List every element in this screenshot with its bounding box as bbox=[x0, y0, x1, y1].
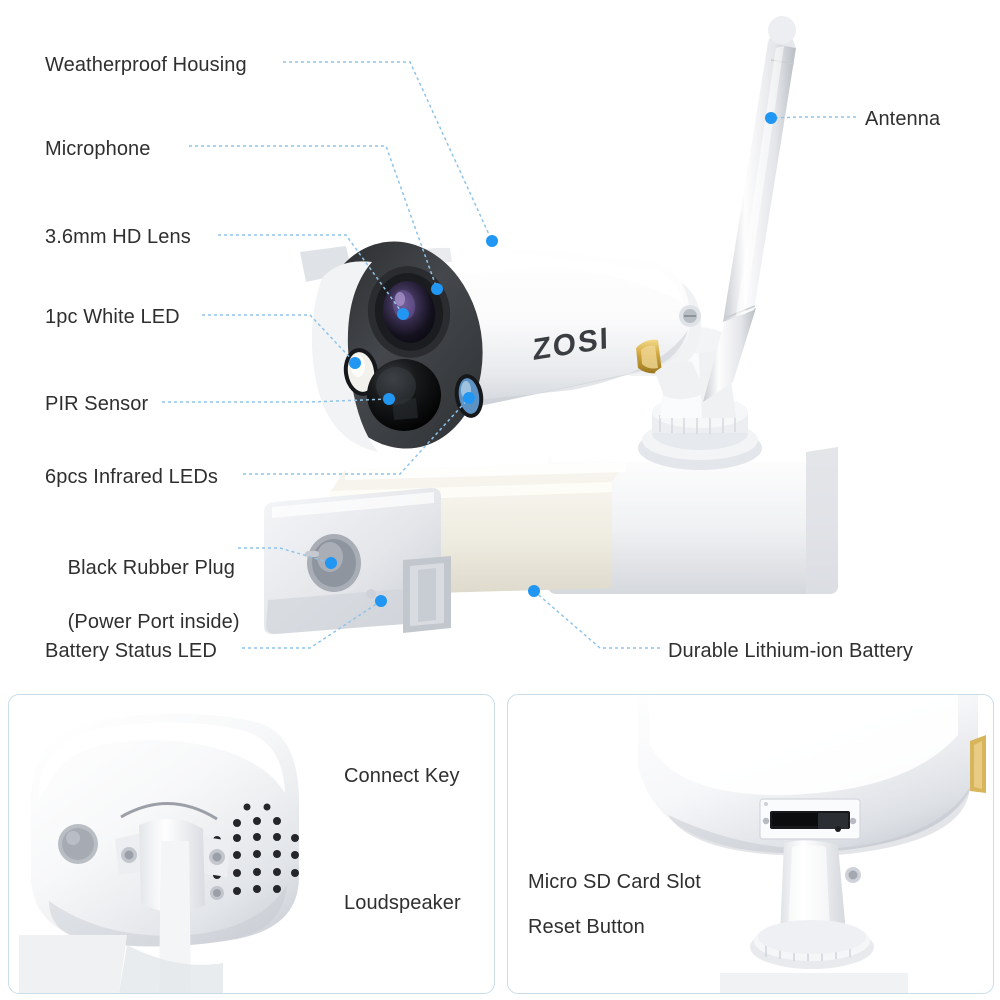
sma-connector bbox=[636, 339, 662, 374]
callout-label-lithium-ion-battery: Durable Lithium-ion Battery bbox=[668, 640, 914, 662]
mounting-bracket bbox=[115, 802, 231, 993]
callout-label-hd-lens: 3.6mm HD Lens bbox=[45, 226, 191, 248]
callout-label-weatherproof-housing: Weatherproof Housing bbox=[45, 54, 247, 76]
sma-connector-edge bbox=[970, 735, 986, 793]
callout-label-black-rubber-plug: Black Rubber Plug (Power Port inside) bbox=[45, 528, 240, 663]
micro-sd-card-slot bbox=[759, 798, 861, 840]
bottom-view-panel: Micro SD Card Slot Reset Button bbox=[507, 694, 994, 994]
rear-view-panel: Connect Key Loudspeaker bbox=[8, 694, 495, 994]
bottom-view-svg bbox=[638, 695, 986, 993]
hinge-screw bbox=[679, 305, 701, 327]
callout-label-black-rubber-plug-line2: (Power Port inside) bbox=[67, 611, 240, 633]
reset-button bbox=[835, 826, 841, 832]
pir-sensor bbox=[367, 359, 441, 431]
callout-label-microphone: Microphone bbox=[45, 138, 151, 160]
callout-label-black-rubber-plug-line1: Black Rubber Plug bbox=[67, 557, 235, 579]
mounting-stem bbox=[720, 840, 908, 993]
battery-end-cap bbox=[264, 487, 451, 635]
rear-view-svg bbox=[19, 713, 300, 993]
panel-label-reset-button: Reset Button bbox=[528, 916, 645, 938]
callout-label-infrared-leds: 6pcs Infrared LEDs bbox=[45, 466, 218, 488]
microphone bbox=[433, 285, 441, 293]
camera-underside bbox=[638, 695, 978, 856]
loudspeaker-grille bbox=[213, 803, 299, 895]
panel-label-micro-sd-card-slot: Micro SD Card Slot bbox=[528, 871, 701, 893]
wall-mount-plate bbox=[19, 935, 223, 993]
panel-label-loudspeaker: Loudspeaker bbox=[344, 892, 461, 914]
connect-key-button bbox=[58, 824, 98, 864]
callout-label-pir-sensor: PIR Sensor bbox=[45, 393, 149, 415]
panel-label-connect-key: Connect Key bbox=[344, 765, 460, 787]
callout-label-antenna: Antenna bbox=[865, 108, 941, 130]
callout-label-battery-status-led: Battery Status LED bbox=[45, 640, 217, 662]
callout-label-white-led: 1pc White LED bbox=[45, 306, 180, 328]
